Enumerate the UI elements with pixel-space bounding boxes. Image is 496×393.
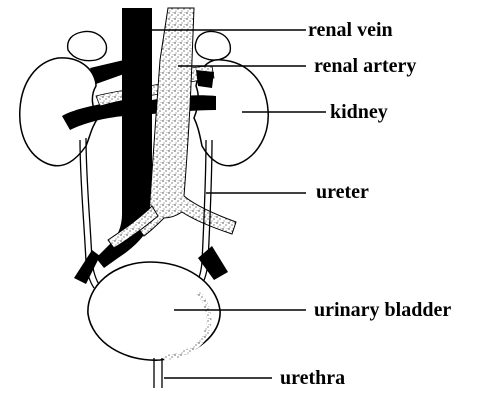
left-renal-vessels — [90, 60, 124, 84]
urethra — [154, 358, 162, 388]
renal-vein-label: renal vein — [308, 20, 393, 40]
left-adrenal-gland — [68, 32, 107, 61]
urethra-label: urethra — [280, 368, 345, 388]
right-renal-vessels-upper — [196, 70, 214, 88]
ureter-label: ureter — [316, 182, 369, 202]
right-adrenal-gland — [195, 31, 230, 60]
renal-artery-label: renal artery — [314, 56, 416, 76]
kidney-label: kidney — [330, 102, 388, 122]
urinary-bladder-label: urinary bladder — [314, 300, 451, 320]
